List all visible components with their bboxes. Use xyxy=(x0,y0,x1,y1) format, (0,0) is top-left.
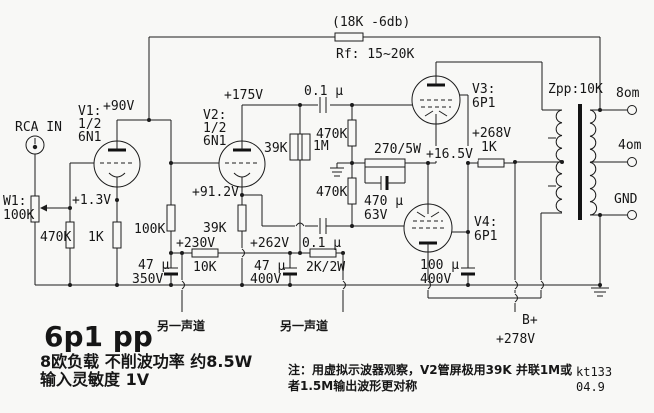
label-v2-type: 6N1 xyxy=(203,134,226,149)
feedback-resistor xyxy=(334,32,364,42)
label-v2-half: 1/2 xyxy=(203,121,226,136)
transformer-core xyxy=(578,104,582,220)
label-opt-value: Zpp:10K xyxy=(548,82,603,97)
label-big-title: 6p1 pp xyxy=(44,320,153,353)
label-bg xyxy=(424,146,478,161)
label-c2-volt: 400V xyxy=(250,272,281,287)
label-v1-plate-volt: +90V xyxy=(103,99,134,114)
label-c1-volt: 350V xyxy=(132,272,163,287)
v2-cathode-resistor-39k xyxy=(237,204,247,232)
terminal-4ohm xyxy=(627,157,637,167)
label-grid-res-v3: 470K xyxy=(316,127,347,142)
label-bplus-volt: +278V xyxy=(496,332,535,347)
wire-hops xyxy=(177,221,546,303)
label-coupling-bot: 0.1 μ xyxy=(302,236,341,251)
v2-triode xyxy=(218,140,266,188)
label-v1-load-res: 100K xyxy=(134,222,165,237)
label-v2-load-a: 39K xyxy=(264,141,288,156)
screen-supply xyxy=(451,94,515,285)
pot-wiper-arrow-icon xyxy=(40,204,47,212)
label-c2-value: 47 μ xyxy=(254,259,285,274)
label-c1-value: 47 μ xyxy=(138,258,169,273)
v4-pentode xyxy=(403,203,453,253)
label-bplus: B+ xyxy=(522,313,538,328)
label-grid-res-v4: 470K xyxy=(316,185,347,200)
label-note-line-1: 注：用虚拟示波器观察，V2管屏极用39K 并联1M或 xyxy=(288,362,572,377)
decoupling-resistor-10k xyxy=(191,248,219,258)
label-v1-cath-res: 1K xyxy=(88,230,104,245)
label-cath-cap: 470 μ xyxy=(364,194,403,209)
v1-triode xyxy=(93,140,141,188)
label-v2-cath-volt: +91.2V xyxy=(192,185,239,200)
label-v1-cath-volt: +1.3V xyxy=(72,193,111,208)
feed-resistor-2k2w xyxy=(309,248,337,258)
label-supply-230: +230V xyxy=(176,236,215,251)
label-cath-volt-out: +16.5V xyxy=(426,147,473,162)
label-other-channel-2: 另一声道 xyxy=(280,318,328,333)
v1-plate-circuit xyxy=(116,119,219,253)
label-supply-262: +262V xyxy=(250,236,289,251)
label-grid-res-in: 470K xyxy=(40,230,71,245)
label-v3-type: 6P1 xyxy=(472,96,495,111)
label-screen-res: 1K xyxy=(481,140,497,155)
label-c3-volt: 400V xyxy=(420,272,451,287)
label-feedback-rf: Rf: 15~20K xyxy=(336,47,414,62)
v2-circuit xyxy=(237,97,412,285)
label-v1-type: 6N1 xyxy=(78,130,101,145)
label-tap-8ohm: 8om xyxy=(616,86,640,101)
feedback-network xyxy=(148,32,601,120)
label-spec-line-2: 输入灵敏度 1V xyxy=(40,370,150,389)
label-v2-name: V2: xyxy=(203,108,226,123)
label-feedback-value: (18K -6db) xyxy=(332,15,410,30)
terminal-8ohm xyxy=(627,105,637,115)
label-supply-res: 10K xyxy=(193,260,217,275)
v1-cathode-resistor-1k xyxy=(112,221,122,249)
label-feed-res-2k: 2K/2W xyxy=(306,260,345,275)
label-other-channel-1: 另一声道 xyxy=(157,318,205,333)
label-c3-value: 100 μ xyxy=(420,258,459,273)
junction-dots xyxy=(68,103,602,287)
label-coupling-top: 0.1 μ xyxy=(304,84,343,99)
v1-load-resistor-100k xyxy=(166,204,176,232)
label-note-line-2: 者1.5M输出波形更对称 xyxy=(287,378,417,393)
v4-grid-resistor-470k xyxy=(347,177,357,205)
label-v4-type: 6P1 xyxy=(474,229,497,244)
v3-grid-resistor-470k xyxy=(347,119,357,147)
label-sig-date: 04.9 xyxy=(576,380,605,394)
label-rca-in: RCA IN xyxy=(15,120,62,135)
label-sig-author: kt133 xyxy=(576,365,612,379)
label-tap-gnd: GND xyxy=(614,192,638,207)
ground-icon xyxy=(330,167,344,177)
label-screen-volt: +268V xyxy=(472,126,511,141)
screen-resistor-1k xyxy=(477,158,505,168)
label-v2-load-b: 1M xyxy=(313,139,329,154)
label-cath-cap-volt: 63V xyxy=(364,208,388,223)
label-w1-name: W1: xyxy=(3,194,26,209)
label-v1-name: V1: xyxy=(78,104,101,119)
label-v2-cath-res: 39K xyxy=(203,221,227,236)
label-v3-name: V3: xyxy=(472,82,495,97)
label-w1-value: 100K xyxy=(3,208,34,223)
label-cath-res-out: 270/5W xyxy=(374,142,421,157)
label-v2-plate-volt: +175V xyxy=(224,88,263,103)
v3-pentode xyxy=(411,75,461,125)
v2-load-39k xyxy=(289,133,299,161)
input-stage xyxy=(25,135,122,285)
terminal-gnd xyxy=(627,210,637,220)
label-v1-half: 1/2 xyxy=(78,117,101,132)
output-cathode-resistor-270 xyxy=(364,158,406,168)
label-tap-4ohm: 4om xyxy=(618,138,642,153)
label-v4-name: V4: xyxy=(474,215,497,230)
label-spec-line-1: 8欧负载 不削波功率 约8.5W xyxy=(40,352,253,371)
v2-load-1m xyxy=(301,133,311,161)
